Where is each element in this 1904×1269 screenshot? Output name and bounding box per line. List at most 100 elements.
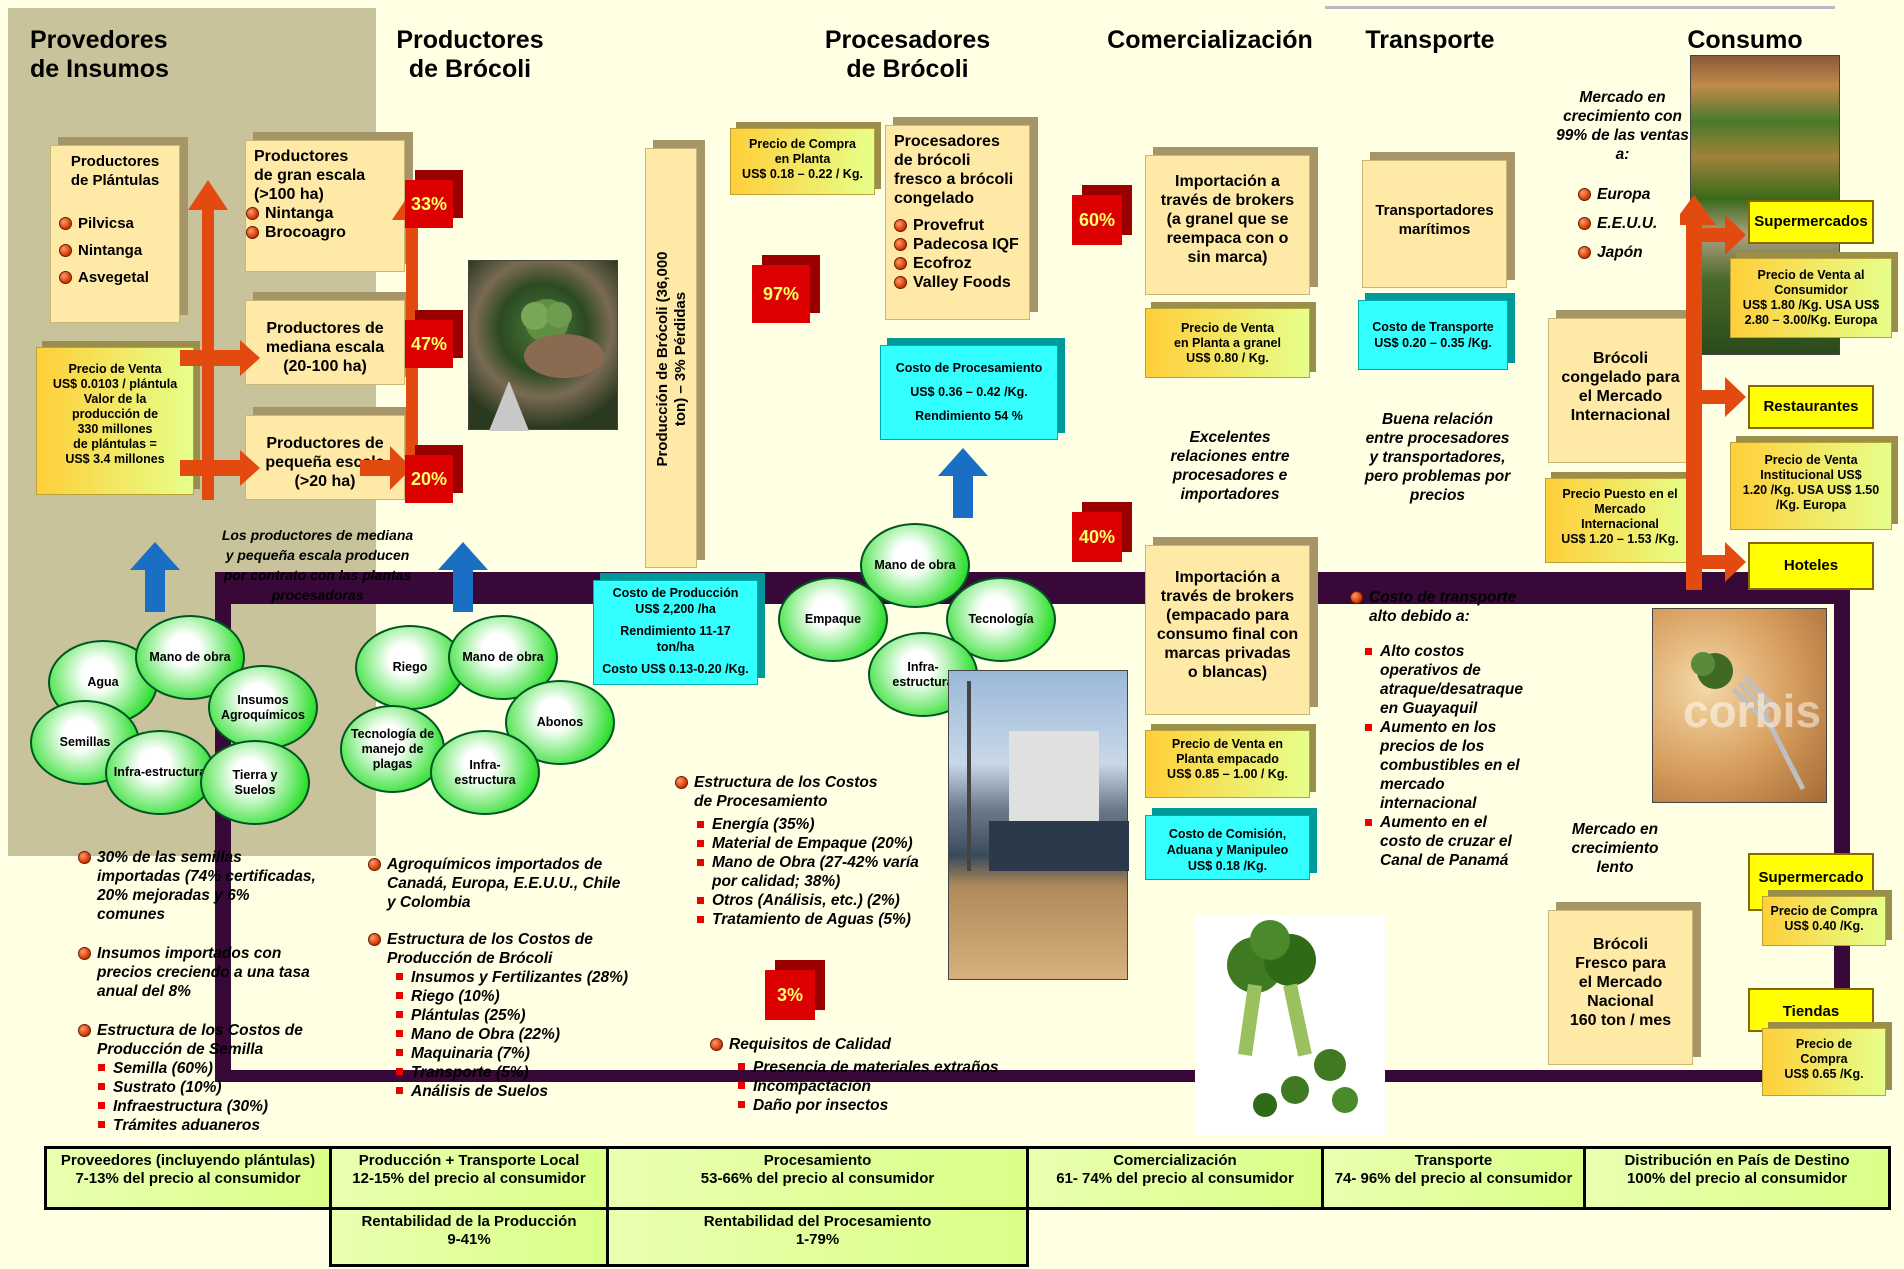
semilla-item: Semilla (60%) [98,1059,343,1078]
pct-60: 60% [1072,195,1122,245]
transp-item: Aumento en el costo de cruzar el Canal d… [1365,813,1545,870]
procesador-item: Valley Foods [894,273,1021,292]
costo-comision: Costo de Comisión, Aduana y Manipuleo US… [1145,815,1310,880]
ship-icon [967,681,1129,871]
pct-47: 47% [405,320,453,368]
mercado-crecimiento: Mercado en crecimiento con 99% de las ve… [1556,89,1689,163]
circle-tierra: Tierra y Suelos [200,740,310,825]
footer-produccion: Producción + Transporte Local 12-15% del… [329,1146,609,1210]
proc-item: Mano de Obra (27-42% varía por calidad; … [697,853,955,891]
up-arrow-icon [438,542,488,612]
consumo-arrows [1680,195,1746,590]
agro-item: Maquinaria (7%) [396,1044,648,1063]
brocoli-fresco-box: Brócoli Fresco para el Mercado Nacional … [1548,910,1693,1065]
footer-distribucion: Distribución en País de Destino 100% del… [1583,1146,1891,1210]
header-consumo: Consumo [1687,26,1803,54]
plantulas-box: Productores de Plántulas Pilvicsa Nintan… [50,145,180,323]
mercado-item: E.E.U.U. [1578,209,1698,238]
agro-item: Análisis de Suelos [396,1082,648,1101]
costo-transporte: Costo de Transporte US$ 0.20 – 0.35 /Kg. [1358,300,1508,370]
semilla-item: Infraestructura (30%) [98,1097,343,1116]
gran-escala-item: Brocoagro [246,223,396,242]
calidad-item: Daño por insectos [738,1096,1010,1115]
procesadores-box: Procesadores de brócoli fresco a brócoli… [885,125,1030,320]
header-comercializacion: Comercialización [1107,26,1313,54]
semillas-note: Insumos importados con precios creciendo… [78,944,343,1001]
costo-proc-l2: US$ 0.36 – 0.42 /Kg. [910,385,1028,399]
mercado-item: Japón [1578,238,1698,267]
circle-infra-2: Infra- estructura [430,730,540,815]
footer-rentabilidad-procesamiento: Rentabilidad del Procesamiento 1-79% [606,1207,1029,1267]
circle-mano-obra-3: Mano de obra [860,523,970,608]
calidad-item: Incompactación [738,1077,1010,1096]
up-arrow-icon [938,448,988,518]
farmer-photo [468,260,618,431]
semilla-item: Sustrato (10%) [98,1078,343,1097]
productores-note: Los productores de mediana y pequeña esc… [221,527,414,603]
transp-item: Alto costos operativos de atraque/desatr… [1365,642,1545,718]
buena-relacion-note: Buena relación entre procesadores y tran… [1364,411,1511,504]
produccion-vertical-label: Producción de Brócoli (36,000 ton) – 3% … [654,251,689,467]
relaciones-note: Excelentes relaciones entre procesadores… [1170,429,1290,503]
mediana-box: Productores de mediana escala (20-100 ha… [245,300,405,385]
circle-infra-1: Infra-estructura [105,730,215,815]
agro-item: Plántulas (25%) [396,1006,648,1025]
proc-item: Material de Empaque (20%) [697,834,955,853]
import-granel-box: Importación a través de brokers (a grane… [1145,155,1310,295]
procesador-item: Padecosa IQF [894,235,1021,254]
circle-insumos: Insumos Agroquímicos [208,665,318,750]
procesadores-title: Procesadores de brócoli fresco a brócoli… [894,133,1014,207]
costo-prod-l1: Costo de Producción US$ 2,200 /ha [612,586,739,616]
fork-photo: corbis [1652,608,1827,803]
precio-plantula: Precio de Venta US$ 0.0103 / plántula Va… [36,347,194,495]
up-arrow-icon [130,542,180,612]
costo-transporte-text: Costo de Transporte US$ 0.20 – 0.35 /Kg. [1372,320,1494,350]
arrow-right-icon [180,340,260,376]
footer-rentabilidad-produccion: Rentabilidad de la Producción 9-41% [329,1207,609,1267]
agro-note: Agroquímicos importados de Canadá, Europ… [368,855,648,912]
proc-costs: Estructura de los Costos de Procesamient… [675,773,955,929]
precio-empacado: Precio de Venta en Planta empacado US$ 0… [1145,730,1310,798]
procesador-item: Ecofroz [894,254,1021,273]
semilla-item: Trámites aduaneros [98,1116,343,1135]
transportadores-box: Transportadores marítimos [1362,160,1507,288]
precio-granel: Precio de Venta en Planta a granel US$ 0… [1145,308,1310,378]
pct-33: 33% [405,180,453,228]
pct-97: 97% [752,265,810,323]
mercado-lento: Mercado en crecimiento lento [1571,821,1659,876]
footer-transporte: Transporte 74- 96% del precio al consumi… [1321,1146,1586,1210]
agro-item: Insumos y Fertilizantes (28%) [396,968,648,987]
arrow-right-icon [1694,215,1746,255]
broccoli-icon [489,299,604,431]
costo-produccion: Costo de Producción US$ 2,200 /ha Rendim… [593,580,758,685]
arrow-right-icon [180,450,260,486]
precio-super: Precio de Venta al Consumidor US$ 1.80 /… [1730,258,1892,338]
agro-notes: Agroquímicos importados de Canadá, Europ… [368,855,648,1101]
transp-item: Aumento en los precios de los combustibl… [1365,718,1545,813]
header-proveedores: Provedores de Insumos [30,26,169,83]
pequena-box: Productores de pequeña escala (>20 ha) [245,415,405,500]
pct-20: 20% [405,455,453,503]
footer-comercializacion: Comercialización 61- 74% del precio al c… [1026,1146,1324,1210]
mercados-list: Europa E.E.U.U. Japón [1578,180,1698,267]
semillas-note: 30% de las semillas importadas (74% cert… [78,848,343,924]
plantulas-title: Productores de Plántulas [70,153,160,189]
circle-mano-obra-2: Mano de obra [448,615,558,700]
hoteles-box: Hoteles [1748,542,1874,590]
plantulas-item: Pilvicsa [59,210,171,237]
proc-item: Otros (Análisis, etc.) (2%) [697,891,955,910]
circle-empaque: Empaque [778,577,888,662]
costo-proc-l1: Costo de Procesamiento [895,361,1043,375]
watermark: corbis [1683,685,1822,737]
brocoli-congelado-box: Brócoli congelado para el Mercado Intern… [1548,318,1693,463]
arrow-right-icon [360,446,412,490]
arrow-right-icon [1694,377,1746,417]
circle-tecnologia-plagas: Tecnología de manejo de plagas [340,705,445,793]
plantulas-item: Asvegetal [59,264,171,291]
header-transporte: Transporte [1365,26,1495,54]
broccoli-photo [1195,915,1385,1135]
gran-escala-item: Nintanga [246,204,396,223]
precio-compra-planta: Precio de Compra en Planta US$ 0.18 – 0.… [730,128,875,195]
restaurantes-box: Restaurantes [1748,385,1874,429]
precio-puesto: Precio Puesto en el Mercado Internaciona… [1545,478,1695,563]
